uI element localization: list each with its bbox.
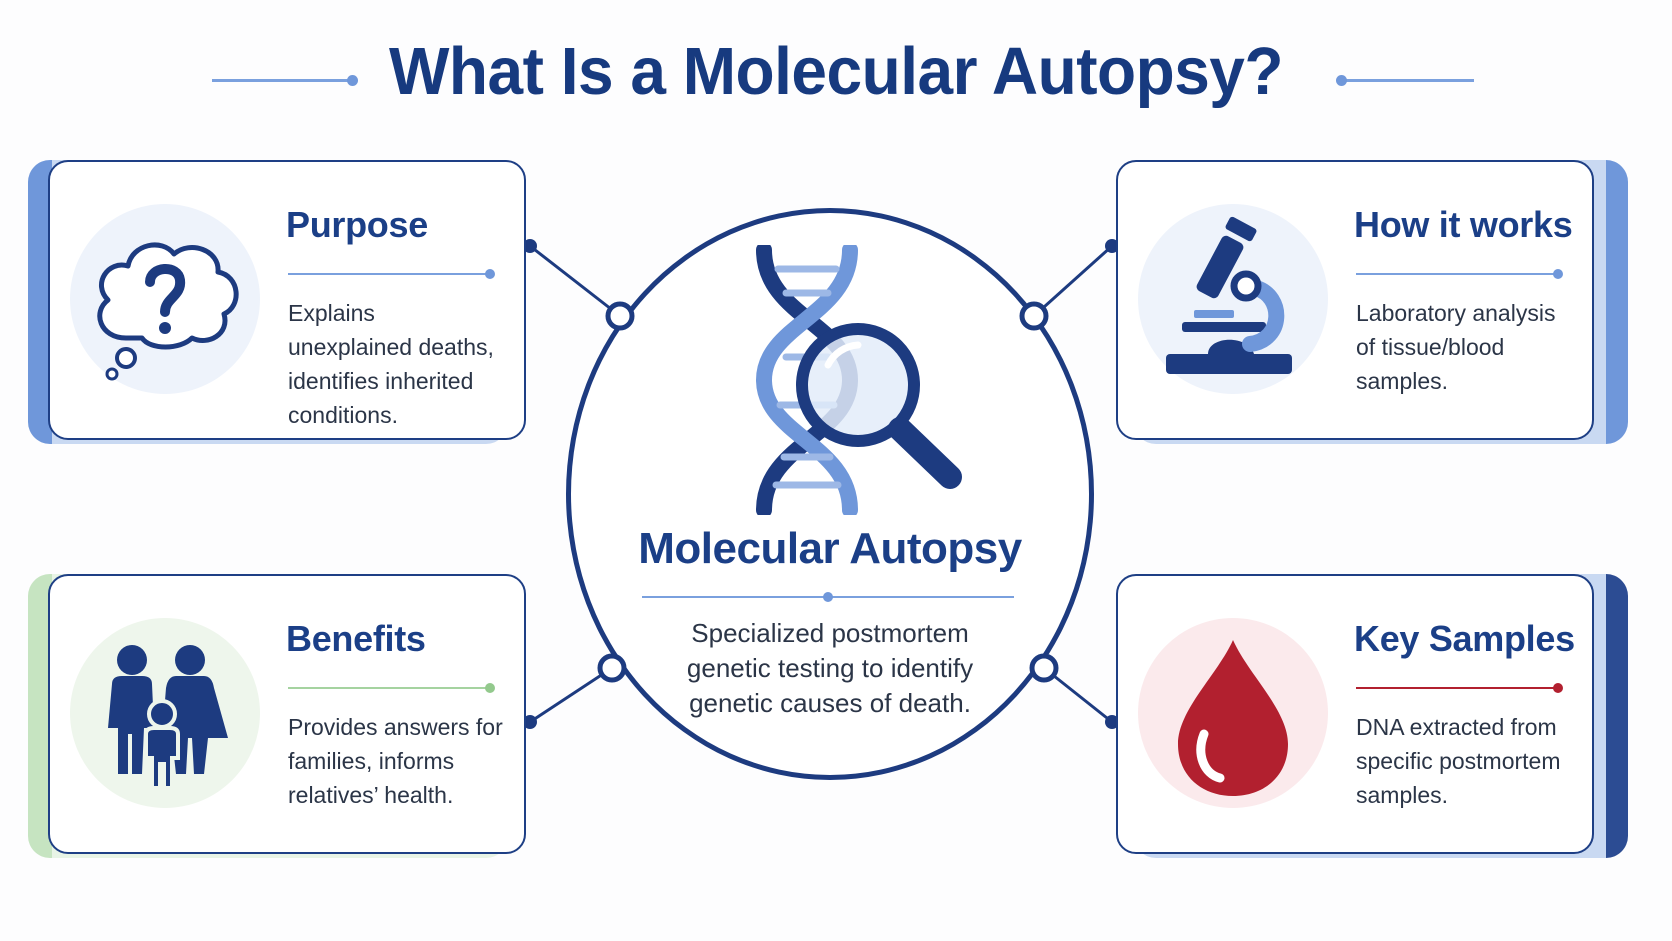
node-how-card (1105, 239, 1119, 253)
hub-title: Molecular Autopsy (638, 524, 1022, 573)
benefits-title: Benefits (286, 618, 426, 659)
connector-benefits (529, 666, 613, 724)
hub-description: Specialized postmortem genetic testing t… (686, 618, 974, 718)
title-wrap: What Is a Molecular Autopsy? (0, 33, 1672, 109)
node-samples-card (1105, 715, 1119, 729)
key-samples-text: DNA extracted from specific postmortem s… (1356, 714, 1561, 808)
benefits-card: Benefits Provides answers for families, … (48, 574, 526, 854)
benefits-rule (288, 683, 495, 693)
purpose-icon-circle (70, 204, 260, 394)
connector-how-it-works (1032, 244, 1114, 318)
key-samples-title: Key Samples (1354, 618, 1575, 659)
node-purpose-card (523, 239, 537, 253)
benefits-text: Provides answers for families, informs r… (288, 714, 503, 808)
title-rule-right (1336, 75, 1474, 86)
node-top-right (1019, 301, 1049, 331)
purpose-title: Purpose (286, 204, 428, 245)
dna-magnifier-icon (755, 245, 962, 515)
node-benefits-card (523, 715, 537, 729)
question-thought-bubble-icon (97, 242, 239, 381)
connector-purpose (529, 244, 621, 318)
hub-divider (642, 592, 1014, 602)
purpose-text: Explains unexplained deaths, identifies … (288, 300, 494, 428)
benefits-icon-circle (70, 618, 260, 808)
how-icon-circle (1138, 204, 1328, 394)
blood-drop-icon (1178, 640, 1288, 796)
how-it-works-rule (1356, 269, 1563, 279)
title-rule-left (212, 75, 358, 86)
node-bottom-right (1029, 653, 1059, 683)
node-bottom-left (597, 653, 627, 683)
purpose-card: Purpose Explains unexplained deaths, ide… (48, 160, 526, 440)
page-title: What Is a Molecular Autopsy? (389, 33, 1283, 109)
microscope-icon (1166, 216, 1292, 374)
purpose-rule (288, 269, 495, 279)
node-top-left (605, 301, 635, 331)
family-icon (108, 645, 228, 790)
samples-icon-circle (1138, 618, 1328, 808)
key-samples-card: Key Samples DNA extracted from specific … (1116, 574, 1594, 854)
how-it-works-card: How it works Laboratory analysis of tiss… (1116, 160, 1594, 440)
how-it-works-text: Laboratory analysis of tissue/blood samp… (1356, 300, 1556, 394)
key-samples-rule (1356, 683, 1563, 693)
how-it-works-title: How it works (1354, 204, 1573, 245)
